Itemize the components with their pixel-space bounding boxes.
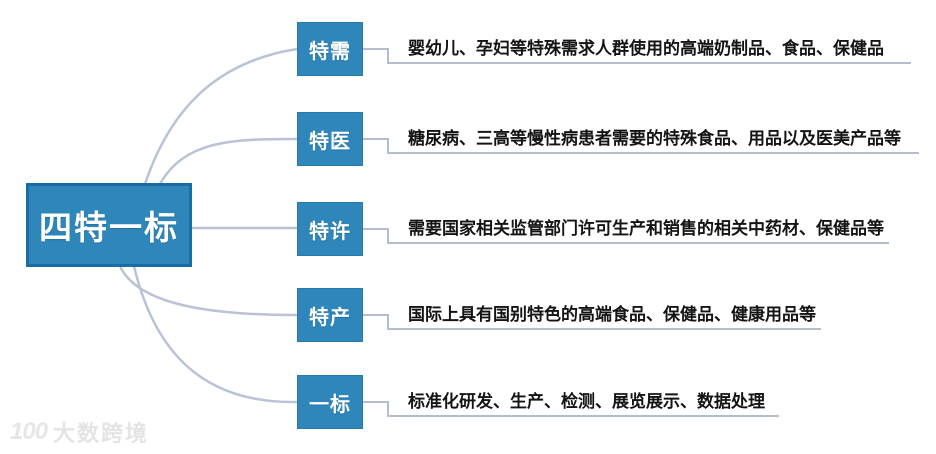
root-curve-techan — [118, 264, 298, 317]
root-node[interactable]: 四特一标 — [26, 183, 192, 267]
watermark-logo: 100 — [10, 418, 48, 445]
branch-node-label: 特产 — [309, 306, 351, 329]
branch-node-label: 特许 — [309, 220, 351, 243]
branch-node-label: 特医 — [309, 130, 351, 153]
branch-description-techan[interactable]: 国际上具有国别特色的高端食品、保健品、健康用品等 — [408, 305, 816, 324]
root-curve-texu — [143, 47, 299, 186]
branch-node-texv[interactable]: 特许 — [297, 202, 363, 256]
branch-node-texu[interactable]: 特需 — [297, 22, 363, 76]
branch-description-texv[interactable]: 需要国家相关监管部门许可生产和销售的相关中药材、保健品等 — [408, 219, 884, 238]
leaf-connector-texv — [362, 228, 889, 244]
branch-description-yibiao[interactable]: 标准化研发、生产、检测、展览展示、数据处理 — [408, 392, 765, 411]
branch-node-teyi[interactable]: 特医 — [297, 112, 363, 166]
branch-node-label: 特需 — [309, 40, 351, 63]
branch-description-teyi[interactable]: 糖尿病、三高等慢性病患者需要的特殊食品、用品以及医美产品等 — [408, 129, 901, 148]
watermark: 100 大数跨境 — [10, 416, 149, 448]
root-curve-yibiao — [132, 264, 298, 404]
leaf-connector-yibiao — [362, 401, 779, 417]
root-node-label: 四特一标 — [39, 209, 179, 246]
branch-node-label: 一标 — [309, 393, 351, 416]
root-curve-teyi — [158, 137, 299, 186]
leaf-connector-texu — [362, 48, 911, 64]
branch-node-yibiao[interactable]: 一标 — [297, 375, 363, 429]
leaf-connector-teyi — [362, 138, 919, 154]
branch-description-texu[interactable]: 婴幼儿、孕妇等特殊需求人群使用的高端奶制品、食品、保健品 — [408, 39, 884, 58]
branch-node-techan[interactable]: 特产 — [297, 288, 363, 342]
watermark-text: 大数跨境 — [53, 421, 150, 446]
leaf-connector-techan — [362, 314, 821, 330]
